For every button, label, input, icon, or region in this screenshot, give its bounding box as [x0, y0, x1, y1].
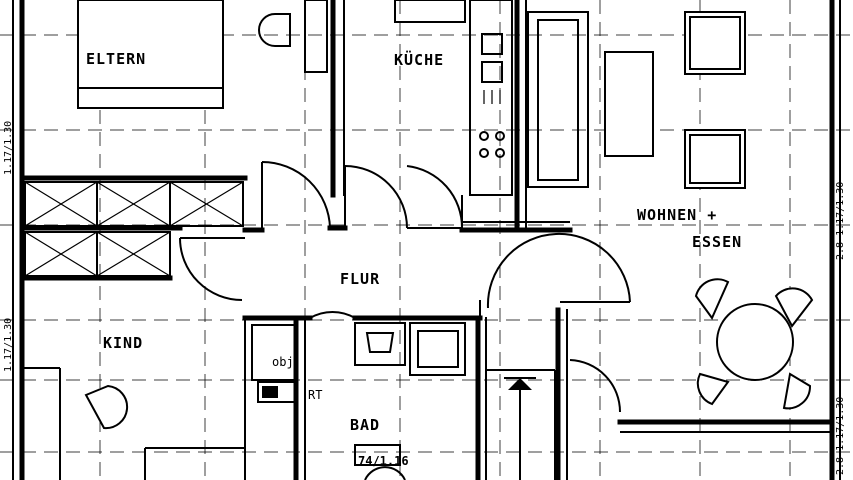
- desk-chair: [84, 384, 129, 430]
- exterior-walls: [12, 0, 841, 480]
- doors: [179, 161, 631, 413]
- room-label-kueche: KÜCHE: [394, 50, 444, 69]
- room-label-bad: BAD: [350, 416, 380, 434]
- room-label-wohnen: WOHNEN +: [637, 206, 717, 224]
- bed: [77, 0, 224, 109]
- dimension-right-top: 2.8 1.17/1.30: [835, 182, 846, 260]
- label-rt: RT: [308, 388, 322, 402]
- bad-dimension: 74/1.16: [358, 454, 409, 468]
- room-label-kind: KIND: [103, 334, 143, 352]
- dimension-left-bottom: 1.17/1.30: [3, 318, 14, 372]
- label-obj: obj: [272, 355, 294, 369]
- room-label-essen: ESSEN: [692, 233, 742, 251]
- living-furniture: [604, 11, 814, 410]
- bathroom-fixtures: [251, 322, 466, 480]
- room-label-eltern: ELTERN: [86, 50, 146, 68]
- wardrobe: [24, 181, 244, 277]
- interior-walls: [19, 0, 835, 480]
- stair-arrow: [504, 377, 536, 480]
- dimension-right-bottom: 2.8 1.17/1.30: [835, 397, 846, 475]
- dimension-left-top: 1.17/1.30: [3, 121, 14, 175]
- kitchen-counter: [469, 0, 589, 196]
- room-label-flur: FLUR: [340, 270, 380, 288]
